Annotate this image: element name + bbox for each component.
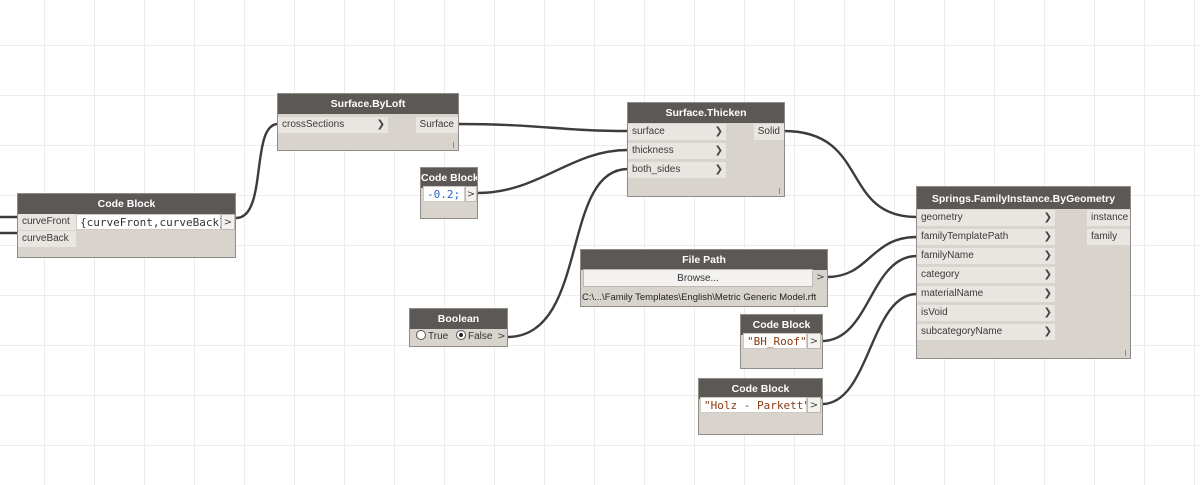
wire-codeblock-to-byloft (235, 122, 279, 220)
chevron-right-icon: ❯ (1043, 269, 1052, 280)
radio-true[interactable]: True (416, 330, 448, 344)
input-port-family-name[interactable]: familyName❯ (917, 248, 1055, 264)
chevron-right-icon: ❯ (1043, 231, 1052, 242)
browse-button[interactable]: Browse... (583, 269, 813, 287)
radio-false[interactable]: False (456, 330, 492, 344)
chevron-right-icon: ❯ (1043, 212, 1052, 223)
input-port-material-name[interactable]: materialName❯ (917, 286, 1055, 302)
output-arrow-icon[interactable]: > (816, 272, 825, 283)
output-arrow-icon[interactable]: > (807, 333, 821, 349)
chevron-right-icon: ❯ (714, 164, 723, 175)
input-port-is-void[interactable]: isVoid❯ (917, 305, 1055, 321)
wire-familyname-to-family (821, 254, 918, 343)
chevron-right-icon: ❯ (1043, 326, 1052, 337)
input-port-curveback[interactable]: curveBack (18, 231, 76, 247)
wire-material-to-materialname (821, 292, 918, 406)
node-title: Surface.ByLoft (278, 94, 458, 114)
node-title: File Path (581, 250, 827, 270)
radio-button-icon (416, 330, 426, 340)
node-title: Springs.FamilyInstance.ByGeometry (917, 187, 1130, 209)
wire-thickness-to-thicken (476, 148, 629, 195)
surface-byloft-node[interactable]: Surface.ByLoft crossSections❯ Surface (277, 93, 459, 151)
output-arrow-icon[interactable]: > (807, 397, 821, 413)
output-arrow-icon[interactable]: > (221, 214, 235, 230)
chevron-right-icon: ❯ (714, 126, 723, 137)
resize-grip[interactable] (453, 142, 454, 148)
output-arrow-icon[interactable]: > (465, 186, 477, 202)
input-port-family-template-path[interactable]: familyTemplatePath❯ (917, 229, 1055, 245)
file-path-node[interactable]: File Path Browse... > C:\...\Family Temp… (580, 249, 828, 307)
output-arrow-icon[interactable]: > (497, 331, 506, 342)
chevron-right-icon: ❯ (1043, 307, 1052, 318)
output-port-instance[interactable]: instance (1087, 210, 1130, 226)
input-port-crosssections[interactable]: crossSections❯ (278, 117, 388, 133)
node-title: Code Block (18, 194, 235, 214)
resize-grip[interactable] (779, 188, 780, 194)
output-port-solid[interactable]: Solid (753, 124, 784, 140)
output-port-surface[interactable]: Surface (415, 117, 458, 133)
family-instance-node[interactable]: Springs.FamilyInstance.ByGeometry geomet… (916, 186, 1131, 359)
resize-grip[interactable] (1125, 350, 1126, 356)
radio-button-selected-icon (456, 330, 466, 340)
input-port-surface[interactable]: surface❯ (628, 124, 726, 140)
wire-byloft-to-thicken (457, 122, 629, 133)
output-port-family[interactable]: family (1087, 229, 1130, 245)
code-block-curves-node[interactable]: Code Block curveFront curveBack {curveFr… (17, 193, 236, 258)
chevron-right-icon: ❯ (1043, 288, 1052, 299)
surface-thicken-node[interactable]: Surface.Thicken surface❯ thickness❯ both… (627, 102, 785, 197)
code-block-material-node[interactable]: Code Block "Holz - Parkett"; > (698, 378, 823, 435)
input-port-subcategory-name[interactable]: subcategoryName❯ (917, 324, 1055, 340)
wire-filepath-to-template (826, 235, 918, 279)
boolean-node[interactable]: Boolean True False > (409, 308, 508, 347)
wire-thicken-to-geometry (783, 129, 918, 219)
node-title: Surface.Thicken (628, 103, 784, 123)
input-port-category[interactable]: category❯ (917, 267, 1055, 283)
chevron-right-icon: ❯ (376, 119, 385, 130)
node-title: Code Block (421, 168, 477, 188)
node-title: Code Block (699, 379, 822, 399)
node-title: Code Block (741, 315, 822, 335)
chevron-right-icon: ❯ (714, 145, 723, 156)
input-port-curvefront[interactable]: curveFront (18, 214, 76, 230)
input-port-geometry[interactable]: geometry❯ (917, 210, 1055, 226)
input-port-both-sides[interactable]: both_sides❯ (628, 162, 726, 178)
node-title: Boolean (410, 309, 507, 329)
input-port-thickness[interactable]: thickness❯ (628, 143, 726, 159)
code-editor[interactable]: {curveFront,curveBack}; (76, 214, 232, 230)
code-editor[interactable]: -0.2; (423, 186, 465, 202)
code-editor[interactable]: "BH_Roof"; (743, 333, 813, 349)
file-path-value: C:\...\Family Templates\English\Metric G… (582, 292, 817, 303)
code-editor[interactable]: "Holz - Parkett"; (700, 397, 817, 413)
code-block-thickness-node[interactable]: Code Block -0.2; > (420, 167, 478, 219)
chevron-right-icon: ❯ (1043, 250, 1052, 261)
code-block-family-name-node[interactable]: Code Block "BH_Roof"; > (740, 314, 823, 369)
